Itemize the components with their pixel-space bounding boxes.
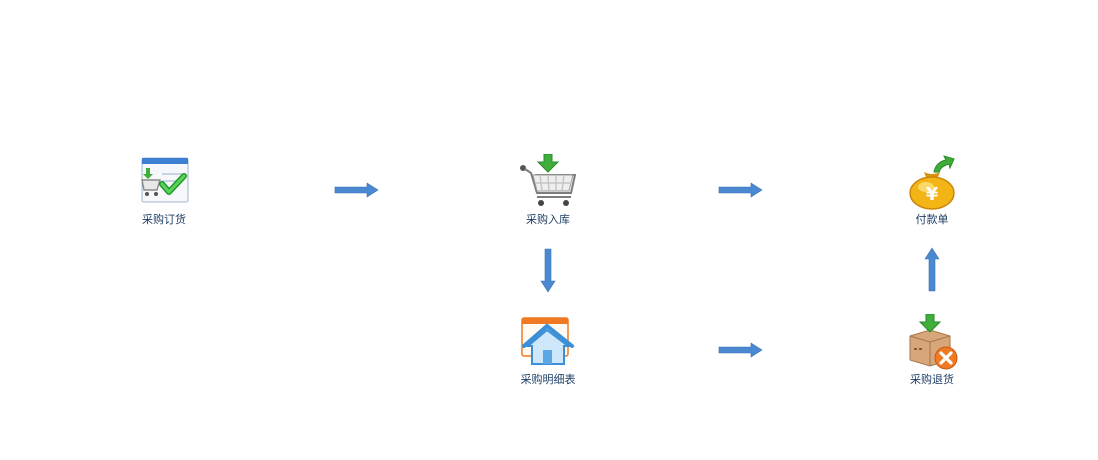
node-label: 采购退货 — [910, 373, 954, 386]
node-label: 采购明细表 — [520, 373, 576, 386]
node-label: 采购订货 — [142, 213, 186, 226]
node-purchase-order[interactable]: 采购订货 — [114, 154, 214, 227]
node-payment-slip[interactable]: ¥ 付款单 — [882, 154, 982, 227]
house-window-icon — [521, 317, 574, 365]
arrow-right-icon — [718, 182, 763, 198]
shopping-cart-download-icon — [520, 154, 577, 206]
box-return-icon — [909, 314, 958, 370]
arrow-right-icon — [718, 342, 763, 358]
svg-text:¥: ¥ — [926, 184, 939, 205]
node-label: 付款单 — [915, 213, 949, 226]
node-purchase-stock-in[interactable]: 采购入库 — [498, 154, 598, 227]
money-bag-icon: ¥ — [909, 155, 955, 210]
node-purchase-detail-report[interactable]: 采购明细表 — [498, 314, 598, 387]
node-purchase-return[interactable]: 采购退货 — [882, 314, 982, 387]
arrow-down-icon — [540, 248, 556, 293]
node-label: 采购入库 — [526, 213, 570, 226]
cart-checklist-icon — [141, 157, 189, 203]
arrow-up-icon — [924, 247, 940, 292]
arrow-right-icon — [334, 182, 379, 198]
